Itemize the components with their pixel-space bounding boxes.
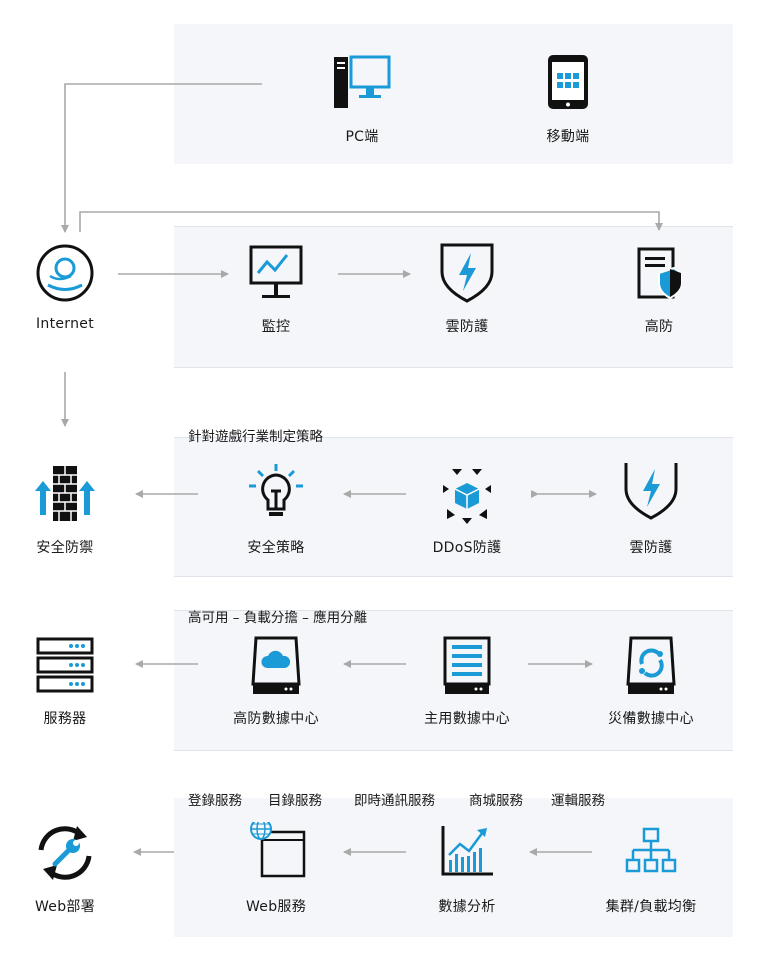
network-tree-icon [625,827,677,873]
shield-bolt-icon [440,243,494,303]
servers-label: 服務器 [43,711,87,727]
service-tag-login: 登錄服務 [188,793,242,809]
pc-node: PC端 [292,52,432,146]
datacenter-caption: 高可用 – 負載分擔 – 應用分離 [188,610,368,626]
mobile-node: 移動端 [498,52,638,146]
monitor-icon [249,245,303,298]
internet-icon [36,244,94,302]
internet-node: Internet [0,242,135,332]
monitor-label: 監控 [261,319,291,335]
firewall-node: 安全防禦 [0,463,135,557]
policy-label: 安全策略 [247,540,305,556]
internet-to-highdefense-line [79,211,663,232]
analytics-label: 數據分析 [438,899,496,915]
web-deploy-label: Web部署 [34,899,96,915]
firewall-label: 安全防禦 [36,540,94,556]
cloud-storage-icon [251,636,301,694]
cloud-protect-2-label: 雲防護 [629,540,673,556]
web-service-node: Web服務 [206,822,346,916]
strategy-caption: 針對遊戲行業制定策略 [188,429,323,445]
pc-icon [334,55,391,108]
cloud-protect-label: 雲防護 [445,319,489,335]
ddos-label: DDoS防護 [432,540,502,556]
service-tag-logic: 運輯服務 [551,793,605,809]
list-storage-icon [443,636,491,694]
cloud-protect-2-node: 雲防護 [581,463,721,557]
web-service-label: Web服務 [245,899,307,915]
service-tag-directory: 目錄服務 [268,793,322,809]
service-tag-im: 即時通訊服務 [354,793,435,809]
datacenter-panel [174,610,733,751]
dr-dc-label: 災備數據中心 [608,711,694,727]
high-defense-node: 高防 [589,242,729,336]
firewall-icon [35,466,95,521]
recovery-storage-icon [626,636,676,694]
server-rack-icon [36,637,94,693]
mobile-label: 移動端 [546,129,590,145]
cluster-node: 集群/負載均衡 [581,822,721,916]
pc-label: PC端 [345,129,379,145]
analytics-node: 數據分析 [397,822,537,916]
hd-dc-label: 高防數據中心 [233,711,319,727]
devices-to-internet-line [61,83,262,233]
cluster-label: 集群/負載均衡 [605,899,697,915]
high-defense-label: 高防 [644,319,674,335]
main-dc-label: 主用數據中心 [424,711,510,727]
repair-cycle-icon [38,826,92,880]
dr-dc-node: 災備數據中心 [581,634,721,728]
doc-shield-icon [637,247,682,300]
ddos-cube-icon [443,469,491,524]
hd-dc-node: 高防數據中心 [206,634,346,728]
policy-node: 安全策略 [206,463,346,557]
main-dc-node: 主用數據中心 [397,634,537,728]
monitor-node: 監控 [206,242,346,336]
web-browser-icon [250,822,306,878]
service-tag-mall: 商城服務 [469,793,523,809]
analytics-chart-icon [441,826,493,876]
internet-label: Internet [36,316,94,332]
ddos-node: DDoS防護 [397,463,537,557]
web-deploy-node: Web部署 [0,822,135,916]
shield-bolt-icon [624,463,678,520]
lightbulb-icon [249,464,303,516]
tablet-icon [548,55,588,109]
cloud-protect-node: 雲防護 [397,242,537,336]
servers-node: 服務器 [0,634,135,728]
devices-panel [174,24,733,164]
